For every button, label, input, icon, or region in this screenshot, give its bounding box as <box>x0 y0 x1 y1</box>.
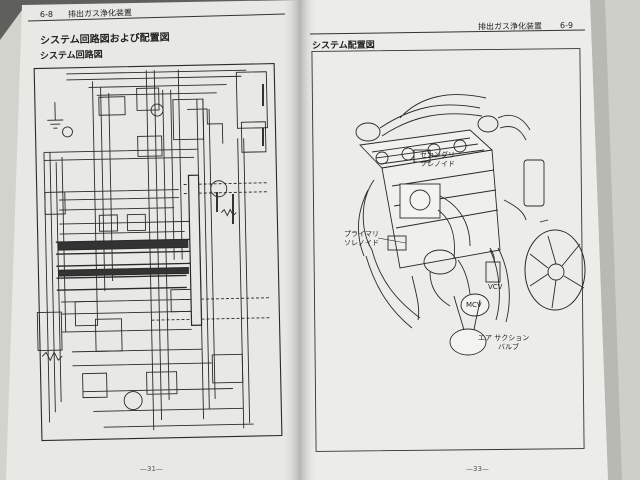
component-check-valve <box>150 103 164 117</box>
carburetor <box>399 183 441 219</box>
exhaust-pipe <box>489 247 510 323</box>
mcv-hose <box>457 259 471 295</box>
unit-label-mark-2 <box>262 128 264 146</box>
side-label-mark-2 <box>232 194 234 224</box>
thermostat-housing <box>477 115 499 133</box>
vacuum-hoses-left <box>357 179 375 257</box>
component-valve-top <box>98 96 126 116</box>
carburetor-piping <box>187 108 224 144</box>
component-solenoid-top <box>136 87 160 111</box>
label-air-suction-valve-2: バルブ <box>498 343 519 351</box>
long-pipes-left <box>365 249 421 329</box>
ground-symbol <box>47 102 64 129</box>
right-header-rule <box>309 29 586 35</box>
component-vsv-2 <box>126 213 147 232</box>
egr-valve <box>423 249 457 275</box>
vertical-connector-block <box>187 174 203 326</box>
fan-hub <box>547 263 565 281</box>
component-round-sensor <box>123 391 143 411</box>
component-relay <box>74 300 99 327</box>
spark-plug-4 <box>453 139 467 153</box>
component-control-unit-1 <box>235 71 268 129</box>
component-carburetor <box>172 98 205 141</box>
primary-solenoid-leader <box>377 237 407 244</box>
component-left-valve <box>44 191 66 215</box>
layout-frame <box>311 48 585 452</box>
harness-band-2 <box>57 266 189 277</box>
secondary-solenoid <box>413 149 431 163</box>
intake-hoses <box>379 94 487 137</box>
label-mcv: MCV <box>466 301 482 309</box>
top-bus-lines <box>66 69 247 96</box>
label-vcv: VCV <box>488 283 503 291</box>
component-control-unit-2 <box>240 121 267 153</box>
carburetor-throat <box>409 189 431 211</box>
label-primary-solenoid-2: ソレノイド <box>344 239 379 247</box>
component-actuator <box>146 371 178 395</box>
spark-plug-1 <box>375 151 389 165</box>
diagram-frame <box>33 63 283 442</box>
component-valve-mid <box>137 135 163 157</box>
cooling-fan-shroud <box>524 229 586 311</box>
component-switch-box <box>36 311 63 352</box>
label-air-suction-valve-1: エア サクション <box>478 334 530 342</box>
engine-block <box>381 149 501 269</box>
component-vsv-1 <box>98 214 119 232</box>
label-secondary-solenoid-1: セカンダリ <box>420 151 455 159</box>
unit-label-mark-1 <box>262 84 264 106</box>
radiator-hose <box>497 114 531 141</box>
engine-drawing <box>355 94 586 356</box>
mcv-valve <box>460 293 490 317</box>
upper-harness <box>43 148 198 235</box>
side-label-mark-1 <box>216 192 218 212</box>
component-valve-lower <box>82 372 108 399</box>
alternator <box>523 159 545 207</box>
resistor-symbol-1 <box>41 351 63 362</box>
page-stack-shadow <box>590 0 622 480</box>
component-terminal <box>62 126 73 138</box>
fan-arrow <box>539 219 549 223</box>
label-secondary-solenoid-2: ソレノイド <box>420 160 455 168</box>
air-suction-hoses <box>453 295 481 331</box>
left-page-number: —31— <box>140 465 163 473</box>
diagram-label-marks <box>216 84 264 224</box>
component-distributor <box>94 318 123 352</box>
component-diaphragm <box>210 180 228 198</box>
vcv-valve <box>485 261 501 283</box>
breather-cap <box>355 122 381 142</box>
lower-harness <box>61 298 254 428</box>
component-sensor-box <box>211 353 244 384</box>
dipstick <box>411 275 420 321</box>
vacuum-hoses-right <box>437 195 471 259</box>
right-page-number: —33— <box>466 465 489 473</box>
fan-belt <box>503 199 527 221</box>
left-header-rule <box>27 13 286 22</box>
head-ribs <box>371 137 485 165</box>
fan-blades <box>529 235 585 309</box>
lower-hose-1 <box>429 271 451 307</box>
label-primary-solenoid-1: プライマリ <box>344 230 379 238</box>
harness-band-1 <box>57 238 189 251</box>
air-suction-valve <box>449 328 487 356</box>
